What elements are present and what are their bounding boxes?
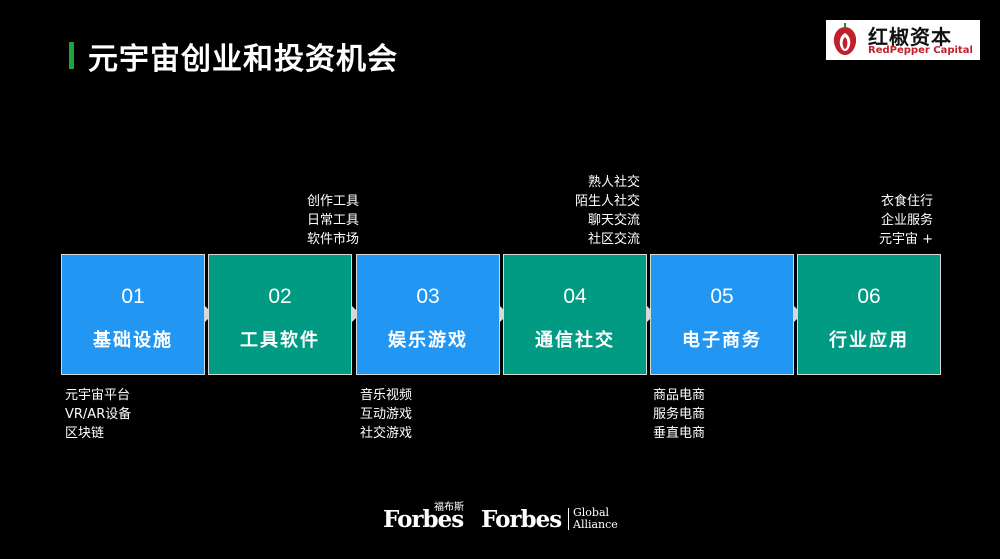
social-list: 熟人社交 陌生人社交 聊天交流 社区交流 — [575, 173, 640, 249]
tools-list: 创作工具 日常工具 软件市场 — [307, 192, 359, 249]
list-item: 元宇宙平台 — [65, 388, 131, 403]
step-number: 02 — [268, 285, 292, 308]
list-item: 区块链 — [65, 426, 105, 441]
step-number: 03 — [416, 285, 440, 308]
list-item: 元宇宙 + — [878, 232, 933, 247]
step-label: 基础设施 — [93, 330, 173, 351]
pepper-logo-icon — [833, 23, 857, 55]
list-item: 垂直电商 — [653, 426, 706, 441]
title-accent-bar — [69, 42, 74, 69]
list-item: 企业服务 — [880, 213, 933, 228]
global-alliance-text: Global Alliance — [573, 507, 618, 531]
step-number: 01 — [121, 285, 145, 308]
step-label: 通信社交 — [535, 330, 615, 351]
list-item: 服务电商 — [653, 407, 706, 422]
list-item: 商品电商 — [653, 388, 706, 403]
list-item: 互动游戏 — [360, 407, 413, 422]
list-item: 聊天交流 — [587, 213, 640, 228]
step-label: 娱乐游戏 — [388, 330, 468, 351]
list-item: 陌生人社交 — [574, 194, 640, 209]
list-item: 熟人社交 — [587, 175, 640, 190]
step-tools: 02 工具软件 — [208, 254, 352, 375]
list-item: 社交游戏 — [360, 426, 413, 441]
step-number: 06 — [857, 285, 881, 308]
infra-list: 元宇宙平台 VR/AR设备 区块链 — [65, 386, 131, 443]
step-entertainment: 03 娱乐游戏 — [356, 254, 500, 375]
logo-chinese-text: 红椒资本 — [868, 25, 952, 49]
list-item: 衣食住行 — [880, 194, 933, 209]
slide-title: 元宇宙创业和投资机会 — [88, 42, 398, 77]
forbes-china-logo: Forbes — [383, 506, 464, 533]
step-label: 行业应用 — [829, 330, 909, 351]
step-label: 工具软件 — [240, 330, 320, 351]
step-ecommerce: 05 电子商务 — [650, 254, 794, 375]
list-item: 社区交流 — [587, 232, 640, 247]
forbes-china-label: 福布斯 — [434, 502, 464, 513]
list-item: 创作工具 — [306, 194, 359, 209]
step-infrastructure: 01 基础设施 — [61, 254, 205, 375]
global-text: Global — [573, 506, 610, 519]
list-item: 软件市场 — [306, 232, 359, 247]
ecommerce-list: 商品电商 服务电商 垂直电商 — [653, 386, 705, 443]
games-list: 音乐视频 互动游戏 社交游戏 — [360, 386, 412, 443]
step-industry: 06 行业应用 — [797, 254, 941, 375]
logo-english-text: RedPepper Capital — [868, 45, 973, 56]
step-number: 04 — [563, 285, 587, 308]
step-number: 05 — [710, 285, 734, 308]
alliance-text: Alliance — [573, 518, 618, 531]
list-item: VR/AR设备 — [65, 407, 132, 422]
list-item: 音乐视频 — [360, 388, 413, 403]
industry-list: 衣食住行 企业服务 元宇宙 + — [879, 192, 933, 249]
list-item: 日常工具 — [306, 213, 359, 228]
step-social: 04 通信社交 — [503, 254, 647, 375]
forbes-global-logo: Forbes — [481, 506, 562, 533]
step-label: 电子商务 — [682, 330, 762, 351]
redpepper-logo: 红椒资本 RedPepper Capital — [826, 20, 980, 60]
logo-divider — [568, 508, 569, 530]
